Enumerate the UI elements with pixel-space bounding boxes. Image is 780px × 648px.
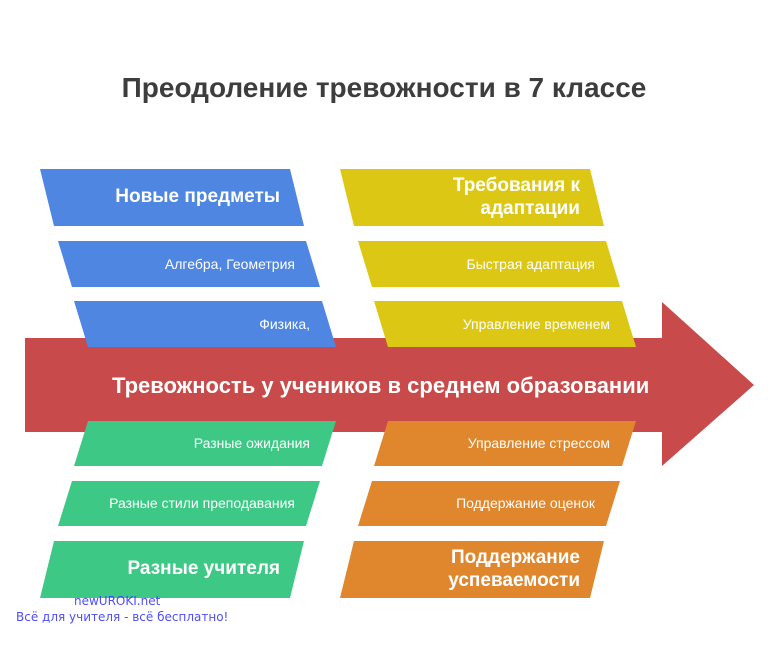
bottom-right-head-shape [340,541,604,598]
top-left-item-2-shape [74,301,336,347]
bottom-left-item-1: Разные ожидания [193,435,310,452]
bottom-left-item-2-shape [58,481,320,526]
top-right-item-1-shape [358,241,620,287]
top-left-item-2: Физика, [259,315,310,332]
watermark-slogan: Всё для учителя - всё бесплатно! [16,609,229,624]
bottom-left-head: Разные учителя [127,558,280,580]
bottom-left-head-shape [40,541,304,598]
top-right-item-2-shape [374,301,636,347]
bottom-right-item-2: Поддержание оценок [456,495,595,512]
bottom-right-item-1-shape [374,421,636,466]
top-left-head: Новые предметы [115,186,280,208]
bottom-right-head: Поддержание успеваемости [448,546,580,591]
top-left-item-1: Алгебра, Геометрия [164,255,295,272]
watermark: newUROKI.net Всё для учителя - всё беспл… [16,594,228,625]
top-right-item-1: Быстрая адаптация [466,255,596,272]
spine-label: Тревожность у учеников в среднем образов… [112,373,650,398]
top-left-item-1-shape [58,241,320,287]
bottom-left-item-1-shape [74,421,336,466]
top-left-head-shape [40,169,304,226]
top-right-head-shape [340,169,604,226]
top-right-item-2: Управление временем [462,315,610,332]
top-right-head: Требования к адаптации [452,174,580,219]
bottom-left-item-2: Разные стили преподавания [109,495,295,512]
diagram-title: Преодоление тревожности в 7 классе [121,72,647,103]
bottom-right-item-1: Управление стрессом [467,435,610,452]
bottom-right-item-2-shape [358,481,620,526]
watermark-site: newUROKI.net [74,594,161,608]
